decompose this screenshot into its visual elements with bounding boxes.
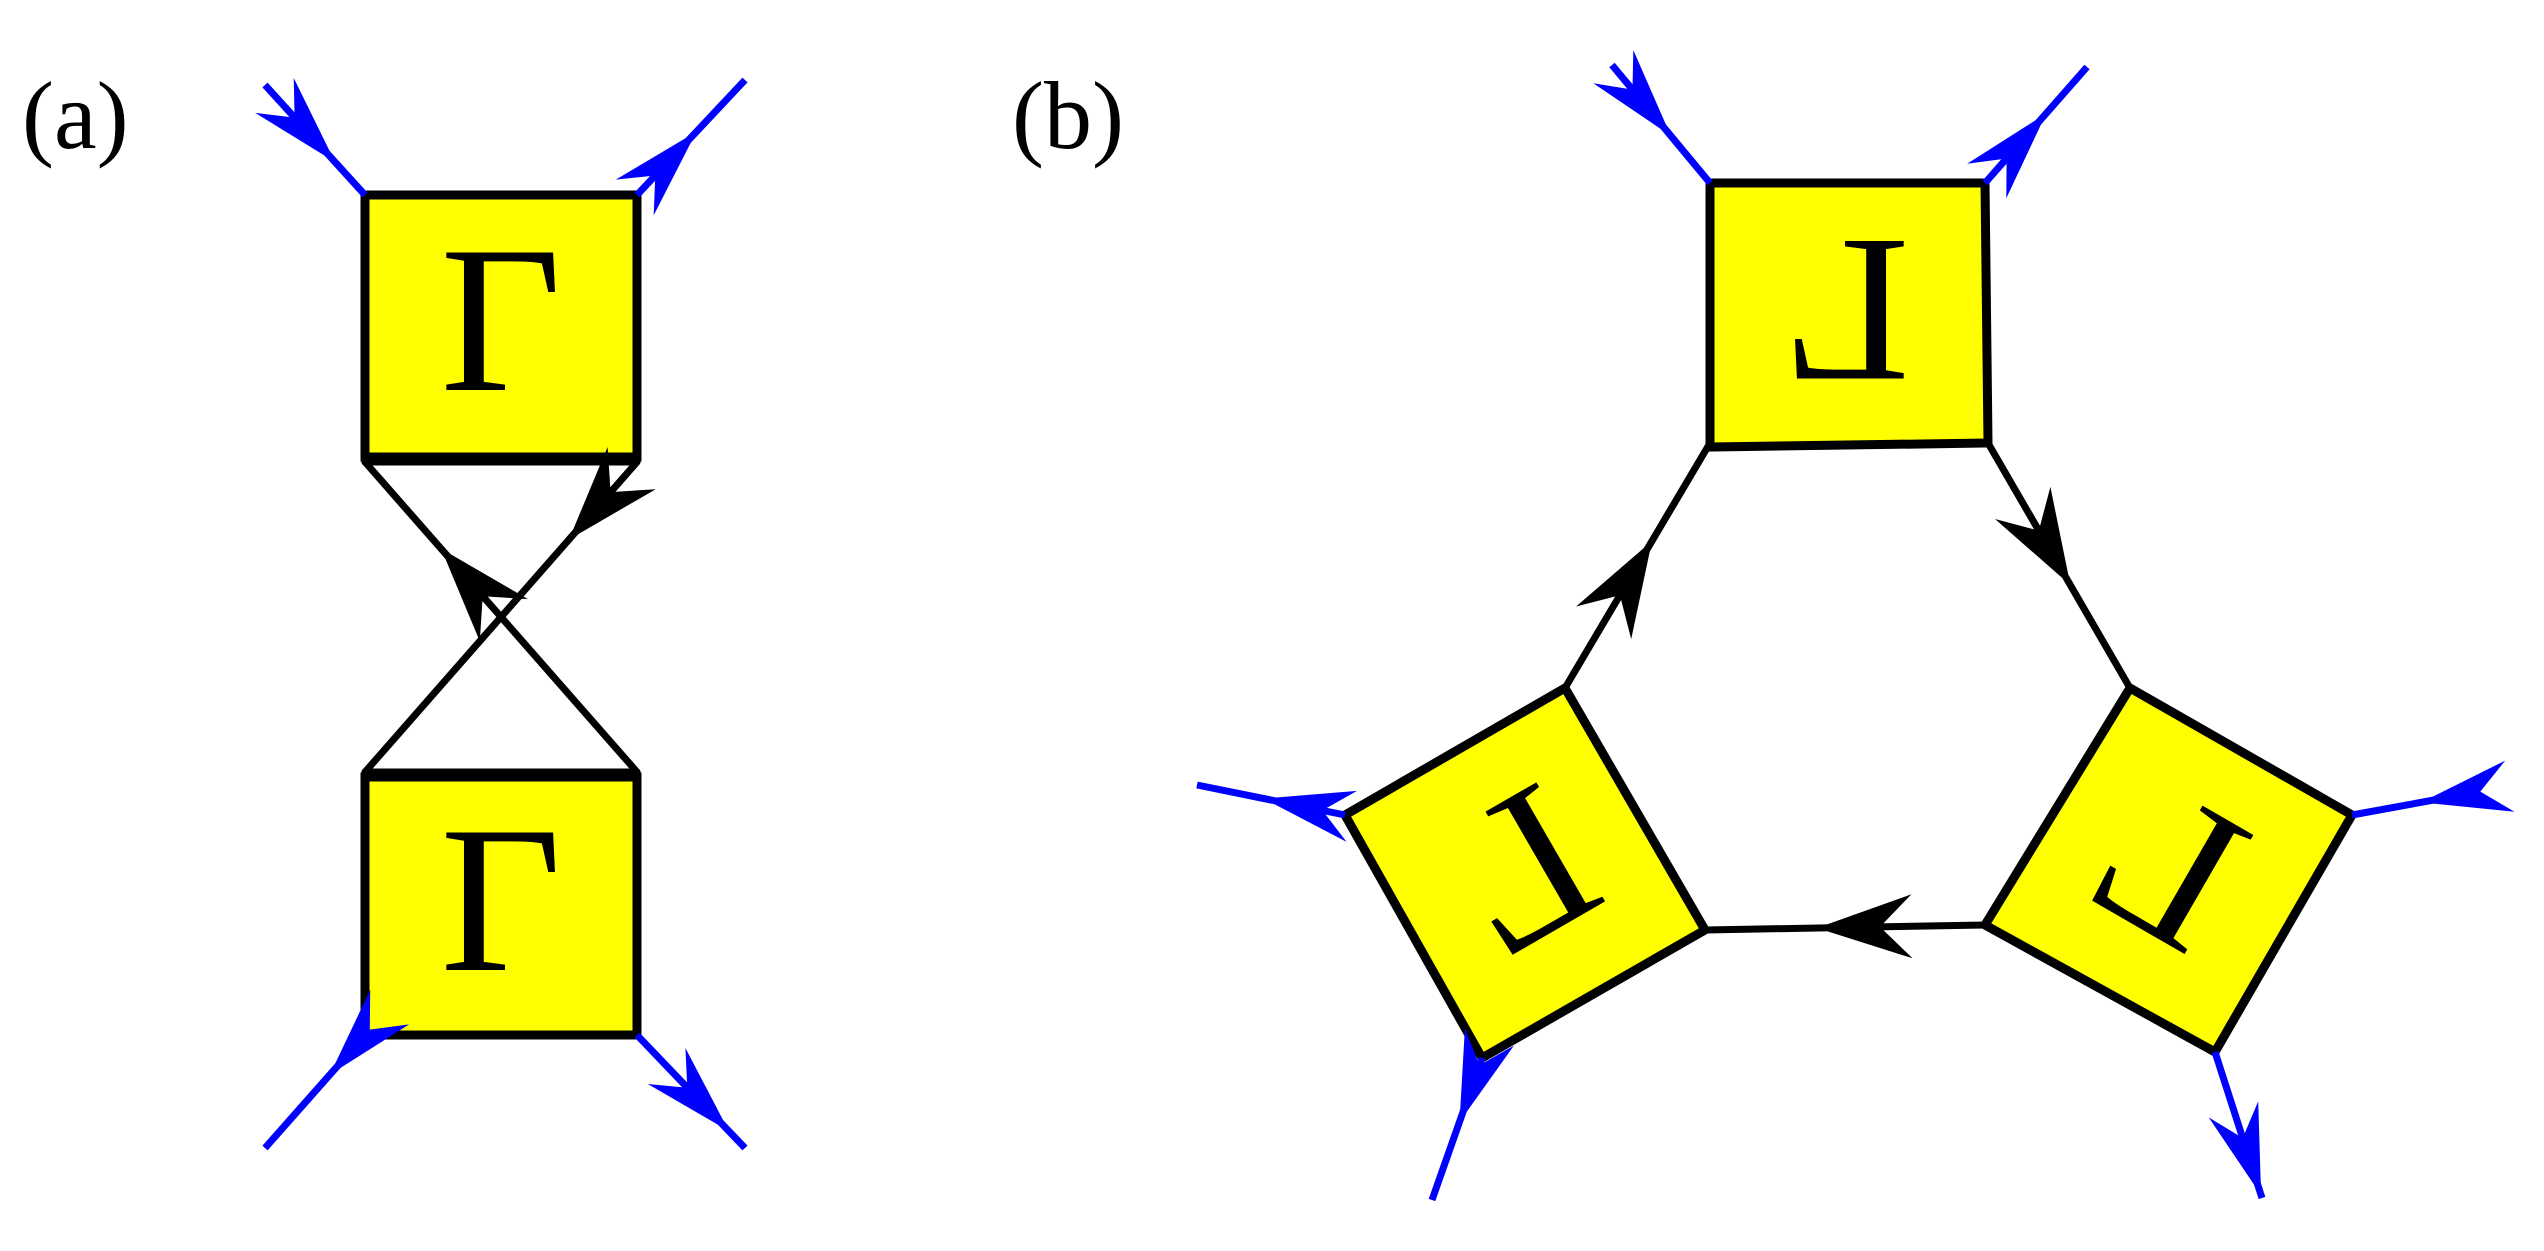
panel-b: (b) Γ Γ Γ [1012,62,2479,1202]
panel-b-leg-top-left-arrowhead [1593,50,1671,136]
panel-b-label: (b) [1012,62,1124,169]
panel-a-top-vertex: Γ [360,190,642,462]
panel-a-bottom-vertex-label: Γ [440,784,561,1016]
panel-a-bottom-vertex-box [360,772,642,1040]
panel-b-internal-arrowhead-bottom [1817,894,1913,959]
panel-b-right-vertex: Γ [1978,681,2359,1059]
panel-a-leg-top-right-arrowhead [615,131,697,216]
panel-b-top-vertex-label: Γ [1788,195,1909,427]
panel-b-internal-arrowhead-left [1576,541,1652,640]
arrowheads [255,50,2515,1196]
panel-b-top-vertex: Γ [1705,178,1993,452]
panel-a-leg-top-left-arrowhead [255,77,335,162]
panel-a-leg-bottom-left-arrowhead [330,989,410,1075]
panel-a: (a) Γ Γ [22,62,748,1151]
panel-b-internal-arrowhead-right [1995,486,2071,586]
panel-a-bottom-vertex: Γ [360,772,642,1040]
panel-b-leg-top-right-arrowhead [1967,113,2047,199]
panel-a-leg-bottom-right-arrowhead [647,1048,729,1131]
panel-b-left-vertex-box [1338,681,1712,1065]
panel-b-leg-left-lower-arrowhead [1459,1028,1514,1122]
panel-a-label: (a) [22,62,129,169]
panel-b-left-vertex: Γ [1338,681,1712,1065]
panel-b-top-vertex-box [1705,178,1993,452]
panel-b-leg-right-lower-arrowhead [2208,1101,2262,1196]
panel-a-internal-arrowhead-1 [569,447,656,540]
panel-a-top-vertex-label: Γ [440,204,561,436]
panel-a-internal-arrowhead-2 [441,548,528,642]
panel-a-top-vertex-box [360,190,642,462]
panel-b-leg-left-upper-arrowhead [1263,790,1357,842]
panel-b-leg-right-upper-arrowhead [2421,760,2515,812]
